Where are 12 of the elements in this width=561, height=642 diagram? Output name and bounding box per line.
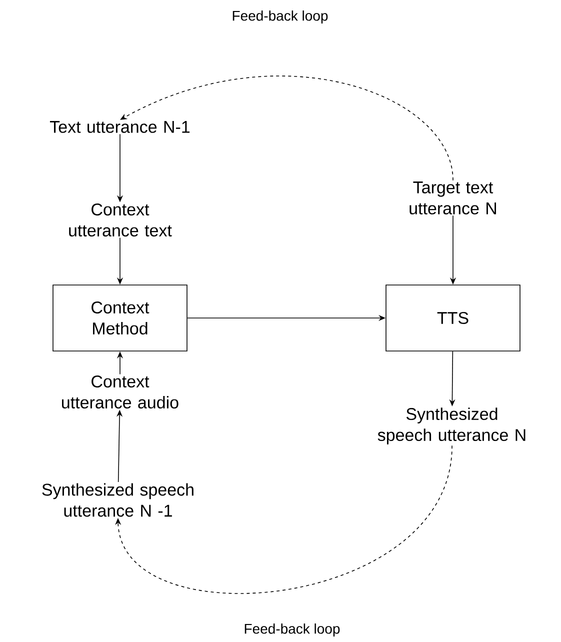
text-label: Context utterance text <box>69 203 172 237</box>
dashed-arrow <box>120 76 454 181</box>
process-box: Context Method <box>52 284 188 352</box>
text-label: Text utterance N-1 <box>50 121 190 133</box>
dashed-arrow <box>115 445 452 594</box>
text-label: Context utterance audio <box>62 375 178 409</box>
text-label: Synthesized speech utterance N <box>378 408 526 444</box>
edge-label: Feed-back loop <box>230 9 330 25</box>
text-label: Synthesized speech utterance N -1 <box>42 483 194 517</box>
process-box: TTS <box>386 284 520 352</box>
edge-label: Feed-back loop <box>242 622 342 638</box>
text-label: Target text utterance N <box>410 182 496 214</box>
